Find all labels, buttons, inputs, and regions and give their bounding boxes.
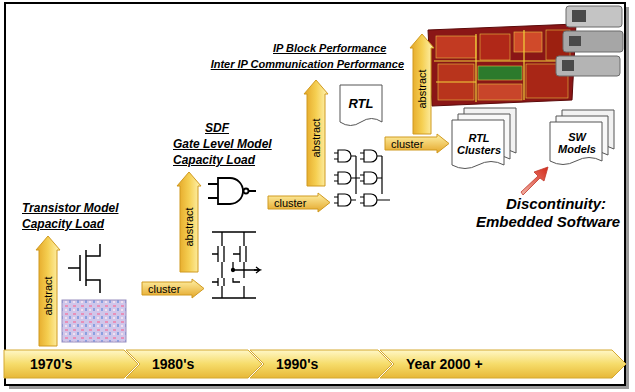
era-label: Year 2000 + — [406, 356, 483, 372]
logic-gate — [334, 194, 356, 206]
node-label: SW Models — [552, 131, 602, 155]
node-shape — [250, 350, 392, 378]
die-body — [428, 24, 576, 106]
era-heading: SDF — [205, 122, 229, 136]
board-chip — [562, 60, 574, 71]
node-label: abstract — [310, 118, 322, 157]
callout-note: Discontinuity: — [506, 195, 606, 212]
nand-gate — [208, 178, 256, 204]
node-outline — [340, 85, 382, 126]
frame-border — [5, 3, 625, 385]
era-heading: IP Block Performance — [273, 42, 386, 55]
node-label: abstract — [183, 207, 195, 246]
node-label: cluster — [274, 197, 306, 209]
era-heading: Capacity Load — [173, 154, 255, 168]
logic-gate — [360, 172, 382, 184]
board — [566, 6, 622, 27]
board — [556, 56, 620, 76]
circuit-node — [232, 269, 235, 272]
transistor-circuit — [212, 232, 260, 298]
node-label: cluster — [391, 138, 423, 150]
logic-gate — [360, 194, 382, 206]
document-stack: SW Models — [550, 110, 614, 168]
circuit-output — [254, 267, 260, 273]
node-label: abstract — [416, 69, 428, 108]
die-block — [480, 34, 510, 60]
node-outline — [126, 350, 262, 378]
era-heading: Capacity Load — [22, 218, 104, 232]
node-label: abstract — [42, 276, 54, 315]
node-outline — [550, 122, 602, 165]
abstract-arrow: abstract — [36, 236, 60, 346]
red-arrow — [521, 167, 548, 195]
era-heading: Transistor Model — [22, 202, 118, 216]
nand-body — [208, 178, 256, 204]
die-block — [478, 84, 522, 100]
document-shape: RTL — [340, 85, 382, 129]
abstract-arrow: abstract — [304, 80, 328, 186]
die-block — [436, 36, 476, 58]
frame — [5, 3, 629, 389]
era-heading: Gate Level Model — [173, 138, 272, 152]
die-bus — [434, 30, 570, 102]
transistor-lines — [68, 244, 100, 293]
gate-wires — [356, 156, 390, 200]
node-outline — [452, 120, 504, 169]
logic-gate — [334, 150, 356, 162]
transistor-symbol — [68, 244, 100, 293]
timeline-chevron: Year 2000 + — [380, 350, 626, 378]
era-label: 1980's — [152, 356, 194, 372]
timeline-chevron: 1970's — [4, 350, 138, 378]
die-block — [514, 32, 542, 52]
circuit-wires — [212, 232, 260, 298]
logic-gate — [334, 172, 356, 184]
era-label: 1970's — [30, 356, 72, 372]
board-chip — [572, 10, 586, 22]
node-outline — [4, 350, 138, 378]
abstract-arrow: abstract — [177, 172, 201, 272]
document-stack: RTL Clusters — [452, 108, 516, 172]
node-outline — [385, 134, 449, 153]
node-outline — [304, 80, 328, 186]
callout-note: Embedded Software — [476, 213, 620, 230]
node-outline — [36, 236, 60, 346]
soc-die — [428, 24, 576, 106]
board-stack — [556, 6, 623, 76]
die-block — [478, 66, 522, 80]
node-outline — [268, 193, 330, 212]
node-label: cluster — [148, 283, 180, 295]
cluster-arrow: cluster — [385, 134, 449, 153]
node-outline — [177, 172, 201, 272]
cluster-arrow: cluster — [142, 279, 204, 298]
board — [563, 31, 623, 52]
node-label: RTL Clusters — [454, 132, 504, 156]
timeline-chevron: 1980's — [126, 350, 262, 378]
cluster-arrow: cluster — [268, 193, 330, 212]
era-heading: Inter IP Communication Performance — [211, 58, 404, 71]
layout-chip — [62, 300, 126, 342]
gate-array — [334, 150, 390, 206]
logic-gate — [360, 150, 382, 162]
abstract-arrow: abstract — [410, 34, 434, 134]
node-outline — [142, 279, 204, 298]
die-blocks — [434, 30, 570, 102]
era-label: 1990's — [276, 356, 318, 372]
node-label: RTL — [348, 96, 373, 111]
timeline-chevron: 1990's — [250, 350, 392, 378]
node-outline — [250, 350, 392, 378]
board-chip — [569, 36, 581, 46]
node-outline — [410, 34, 434, 134]
nand-bubble — [244, 189, 249, 194]
node-outline — [380, 350, 626, 378]
